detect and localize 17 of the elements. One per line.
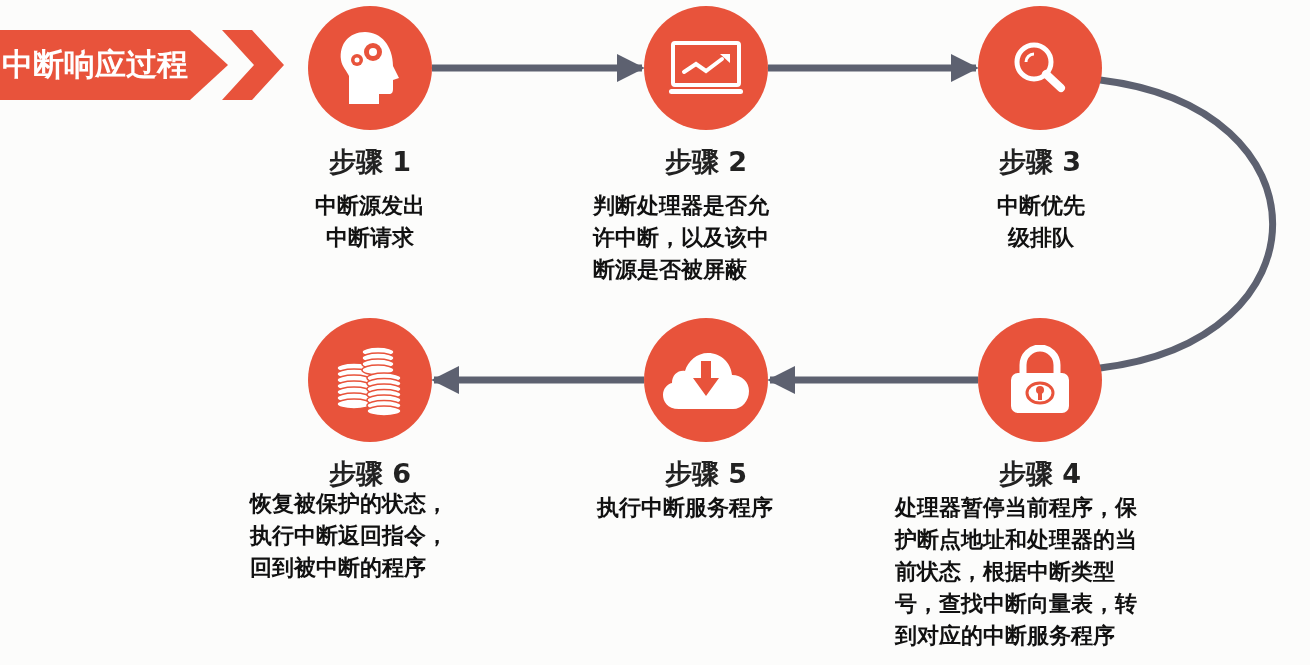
step-description: 执行中断服务程序	[597, 494, 774, 522]
step-description: 中断优先级排队	[996, 192, 1086, 252]
arrow	[432, 54, 645, 82]
step-label: 步骤 5	[664, 457, 748, 491]
step-description: 判断处理器是否允许中断，以及该中断源是否被屏蔽	[593, 192, 770, 284]
step-label: 步骤 6	[328, 457, 412, 491]
step-description: 处理器暂停当前程序，保护断点地址和处理器的当前状态，根据中断类型号，查找中断向量表，转到对应的中断服务程序	[895, 494, 1138, 650]
step-description: 恢复被保护的状态，执行中断返回指令，回到被中断的程序	[250, 490, 449, 582]
step-label: 步骤 2	[664, 145, 748, 179]
arrow	[767, 366, 978, 394]
step-label: 步骤 1	[328, 145, 412, 179]
step-label: 步骤 3	[998, 145, 1082, 179]
step-label: 步骤 4	[998, 457, 1082, 491]
arrow	[768, 54, 979, 82]
step-description: 中断源发出中断请求	[314, 192, 426, 252]
connector-line	[1099, 76, 1276, 372]
arrow	[431, 366, 644, 394]
